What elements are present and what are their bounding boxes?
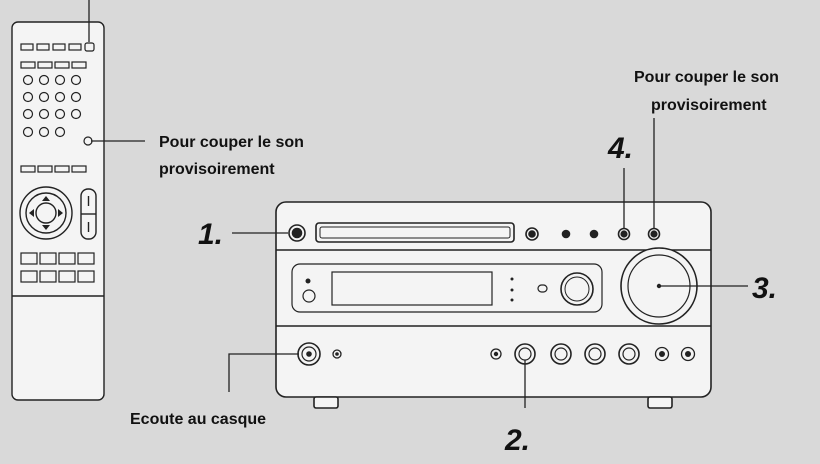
remote-volume-rocker bbox=[80, 188, 97, 240]
step-4-marker: 4. bbox=[607, 132, 633, 165]
remote-mute-label-line2: provisoirement bbox=[159, 161, 275, 178]
leader-lines bbox=[91, 118, 748, 408]
unit-foot-right bbox=[647, 396, 673, 409]
step-3-marker: 3. bbox=[752, 272, 777, 305]
display-window bbox=[331, 271, 493, 306]
main-unit bbox=[275, 201, 712, 409]
remote-power-button bbox=[84, 42, 95, 52]
remote-sensor bbox=[537, 284, 548, 293]
remote-top-row bbox=[20, 42, 95, 52]
remote-third-row bbox=[20, 165, 87, 173]
unit-mute-label-line1: Pour couper le son bbox=[634, 69, 779, 86]
remote-mute-button bbox=[83, 136, 93, 146]
headphones-leader bbox=[228, 353, 299, 392]
headphones-label: Ecoute au casque bbox=[130, 411, 266, 428]
remote-dpad bbox=[19, 186, 73, 240]
play-button bbox=[561, 229, 571, 239]
step-1-marker: 1. bbox=[198, 218, 223, 251]
timer-button bbox=[302, 289, 316, 303]
unit-foot-left bbox=[313, 396, 339, 409]
unit-mute-label-line2: provisoirement bbox=[651, 97, 767, 114]
remote-control bbox=[11, 21, 105, 401]
cd-tray bbox=[315, 222, 515, 243]
stop-button bbox=[589, 229, 599, 239]
remote-second-row bbox=[20, 61, 87, 69]
remote-keypad bbox=[22, 74, 93, 146]
remote-mute-label-line1: Pour couper le son bbox=[159, 134, 304, 151]
standby-indicator bbox=[305, 278, 311, 284]
remote-bottom-keys bbox=[20, 252, 95, 283]
step-2-marker: 2. bbox=[504, 424, 530, 457]
